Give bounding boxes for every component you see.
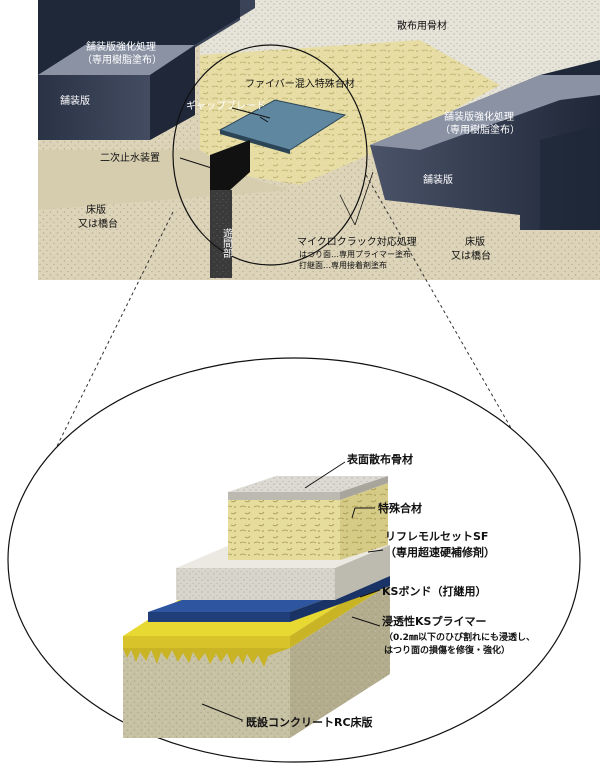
label-reinforce-left-1: 舗装版強化処理: [86, 40, 156, 53]
secondary-waterstop: [210, 140, 250, 190]
label-deck-left-1: 床版: [86, 203, 106, 216]
label-ks-primer: 浸透性KSプライマー: [382, 614, 486, 628]
ks-bond-front: [148, 612, 290, 622]
top-illustration: 散布用骨材 舗装版強化処理 （専用樹脂塗布） 舗装版 ファイバー混入特殊合材 ギ…: [38, 0, 600, 280]
label-gap-joint: 遊間部: [221, 227, 233, 259]
label-reinforce-right-1: 舗装版強化処理: [444, 110, 514, 123]
label-primer-note-1: （0.2㎜以下のひび割れにも浸透し、: [384, 631, 535, 643]
label-primer-note-2: はつり面の損傷を修復・強化）: [384, 644, 510, 656]
label-secondary-waterstop: 二次止水装置: [100, 151, 160, 164]
label-reflemolset-1: リフレモルセットSF: [385, 530, 488, 543]
label-aggregate: 散布用骨材: [397, 19, 447, 32]
label-pavement-right: 舗装版: [423, 173, 453, 186]
label-gap-plate: ギャップブレード: [186, 99, 266, 112]
label-microcrack-sub2: 打継面…専用接着剤塗布: [299, 260, 387, 270]
zoom-line-left: [7, 211, 174, 546]
label-surface-aggregate: 表面散布骨材: [346, 452, 413, 466]
label-pavement-left: 舗装版: [60, 94, 90, 107]
label-microcrack-title: マイクロクラック対応処理: [297, 235, 417, 248]
gap-plate: [218, 99, 347, 151]
label-reflemolset-2: （専用超速硬補修剤）: [385, 545, 495, 559]
label-fiber-mix: ファイバー混入特殊合材: [245, 77, 355, 90]
ks-primer-front: [123, 636, 290, 648]
label-special-mix: 特殊合材: [378, 501, 422, 515]
label-existing-slab: 既設コンクリートRC床版: [246, 715, 373, 729]
label-microcrack-sub1: はつり面…専用プライマー塗布: [299, 249, 411, 259]
label-reinforce-left-2: （専用樹脂塗布）: [82, 53, 162, 66]
label-ks-bond: KSボンド（打継用）: [382, 584, 486, 598]
bottom-illustration: 表面散布骨材 特殊合材 リフレモルセットSF （専用超速硬補修剤） KSボンド（…: [7, 357, 581, 763]
label-deck-left-2: 又は橋台: [78, 217, 118, 230]
detail-circle: [172, 44, 368, 266]
label-deck-right-1: 床版: [465, 235, 485, 248]
label-deck-right-2: 又は橋台: [451, 249, 491, 262]
label-reinforce-right-2: （専用樹脂塗布）: [440, 123, 520, 136]
